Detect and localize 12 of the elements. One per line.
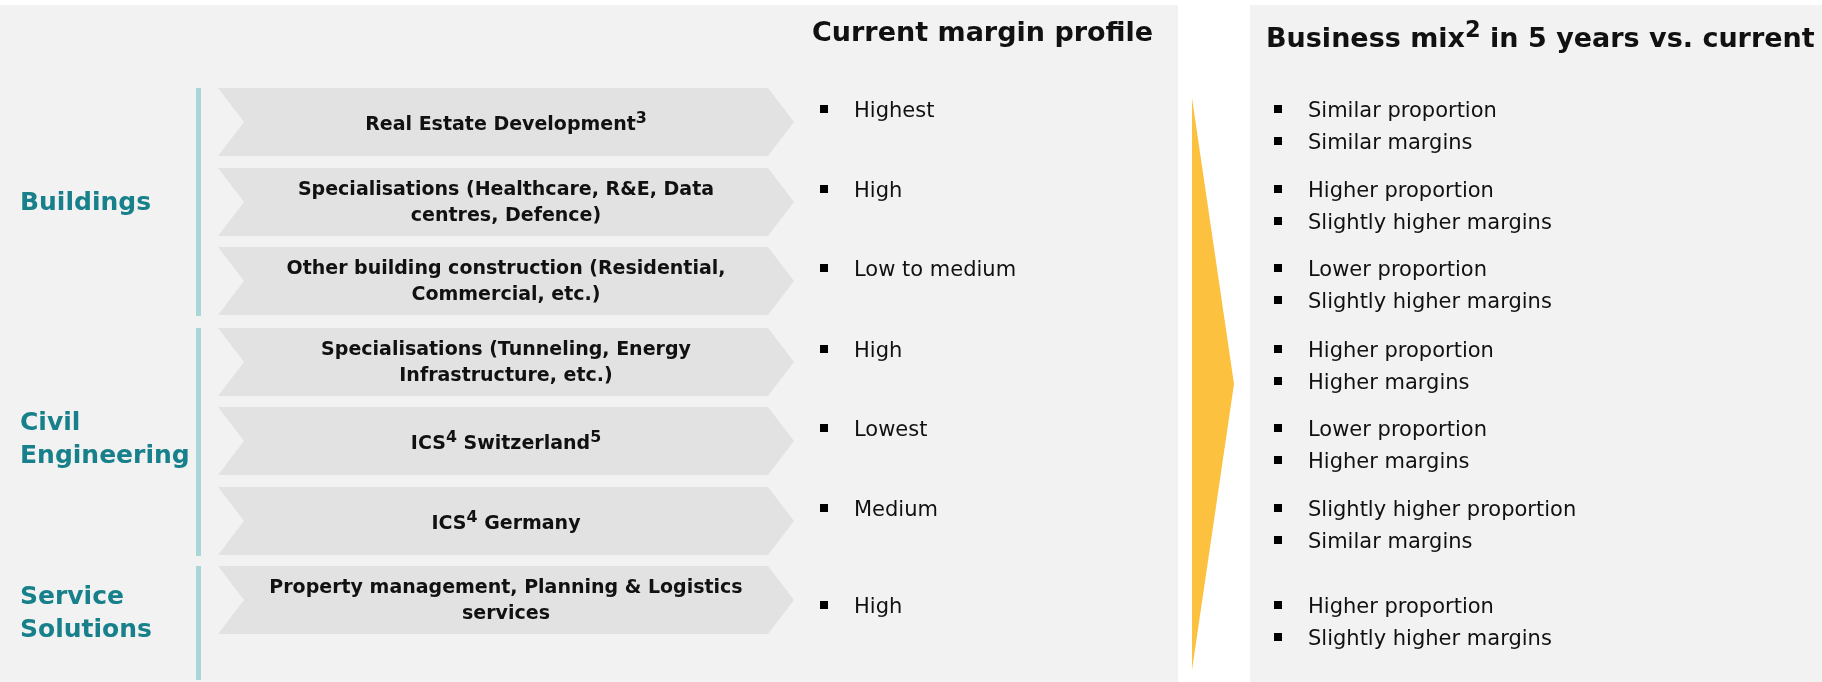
group-label: Buildings xyxy=(20,186,153,218)
column-header: Current margin profile xyxy=(812,16,1154,47)
chevron-label: Specialisations (Tunneling, Energy Infrastructure, etc.) xyxy=(320,336,692,387)
chevron-label: Property management, Planning & Logistics services xyxy=(268,574,744,625)
chevron-label: Specialisations (Healthcare, R&E, Data centres, Defence) xyxy=(296,176,716,227)
group-label: Service Solutions xyxy=(20,580,153,645)
group-label: Civil Engineering xyxy=(20,406,190,471)
chevron-label: Other building construction (Residential, Commercial, etc.) xyxy=(285,255,727,306)
chevron-label: Real Estate Development$^{3}$ xyxy=(365,107,647,137)
chevron-label: ICS$^{4}$ Switzerland$^{5}$ xyxy=(410,426,602,456)
column-header: Business mix$^{2}$ in 5 years vs. current xyxy=(1266,16,1815,53)
chevron-label: ICS$^{4}$ Germany xyxy=(431,506,581,536)
